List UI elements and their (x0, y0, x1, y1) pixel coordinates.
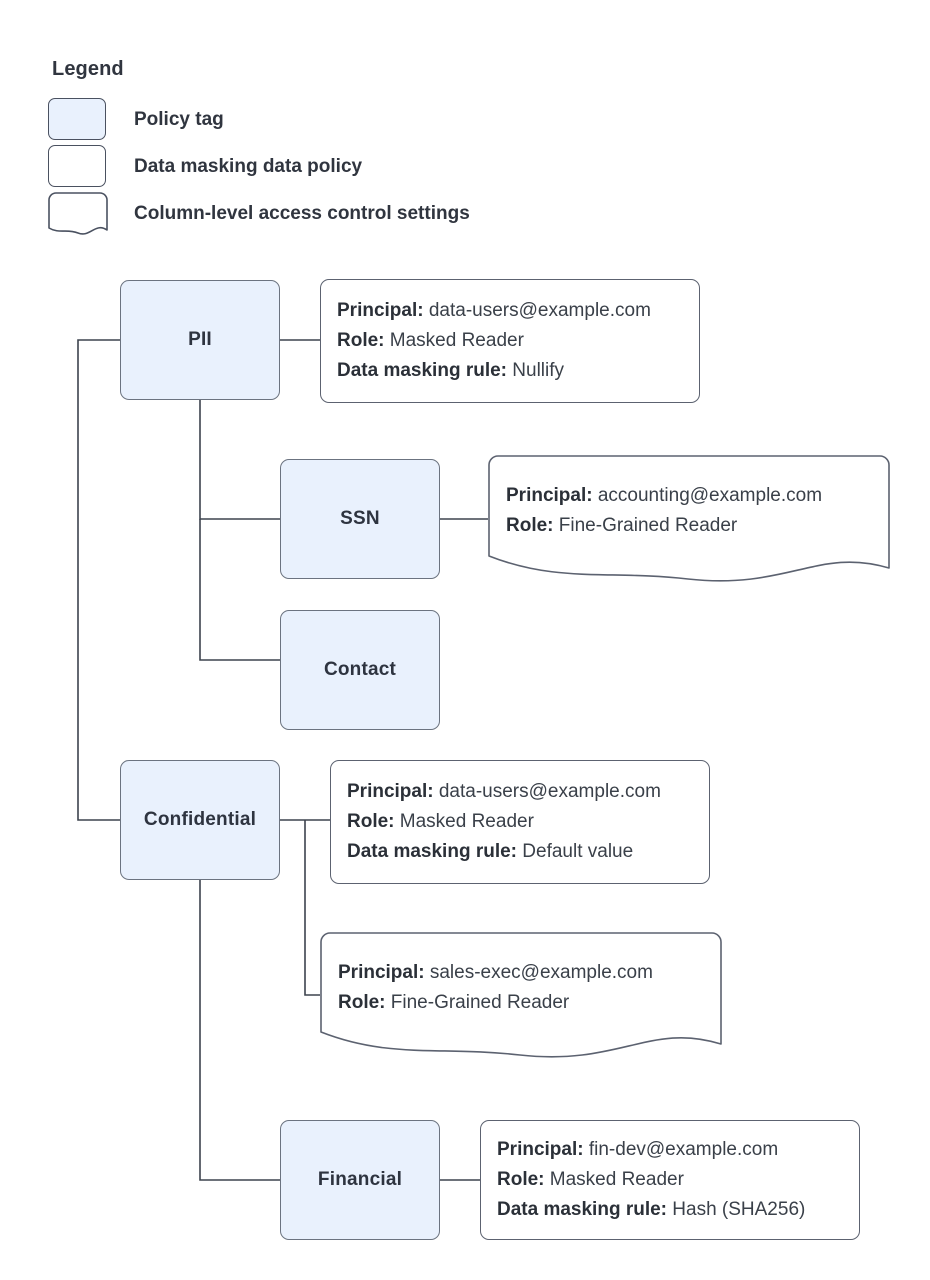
value-ssn-principal: accounting@example.com (597, 485, 823, 506)
legend-label-policy-tag: Policy tag (134, 109, 224, 130)
policy-tag-swatch (48, 98, 106, 140)
wire-pii-to-ssn (199, 400, 280, 520)
node-confidential-label: Confidential (143, 809, 257, 830)
label-role: Role: (337, 330, 385, 351)
node-contact[interactable]: Contact (280, 610, 440, 730)
node-pii[interactable]: PII (120, 280, 280, 400)
policy-ssn-principal: Principal: accounting@example.com (506, 481, 822, 511)
node-ssn[interactable]: SSN (280, 459, 440, 579)
wire-pii-to-contact (199, 519, 280, 661)
policy-box-financial[interactable]: Principal: fin-dev@example.com Role: Mas… (480, 1120, 860, 1240)
value-financial-role: Masked Reader (549, 1169, 684, 1190)
label-data-masking-rule: Data masking rule: (347, 841, 517, 862)
column-access-settings-swatch (48, 192, 108, 235)
label-principal: Principal: (338, 962, 425, 983)
label-principal: Principal: (506, 485, 593, 506)
wire-root-trunk (77, 339, 120, 821)
value-confidential-masking-rule: Default value (522, 841, 634, 862)
policy-confidential-masking-rule: Data masking rule: Default value (347, 837, 709, 867)
data-masking-policy-swatch (48, 145, 106, 187)
value-confidential-role: Masked Reader (399, 811, 534, 832)
value-ssn-role: Fine-Grained Reader (558, 515, 738, 536)
node-contact-label: Contact (323, 659, 397, 680)
label-role: Role: (347, 811, 395, 832)
value-financial-principal: fin-dev@example.com (588, 1139, 779, 1160)
label-role: Role: (338, 992, 386, 1013)
legend-label-column-access-settings: Column-level access control settings (134, 203, 470, 224)
policy-pii-principal: Principal: data-users@example.com (337, 296, 699, 326)
policy-confidential-role: Role: Masked Reader (347, 807, 709, 837)
value-confidential-sales-principal: sales-exec@example.com (429, 962, 653, 983)
node-confidential[interactable]: Confidential (120, 760, 280, 880)
label-principal: Principal: (337, 300, 424, 321)
policy-confidential-sales-role: Role: Fine-Grained Reader (338, 988, 653, 1018)
value-pii-masking-rule: Nullify (512, 360, 565, 381)
policy-confidential-principal: Principal: data-users@example.com (347, 777, 709, 807)
policy-box-confidential-sales[interactable]: Principal: sales-exec@example.com Role: … (320, 932, 722, 1060)
node-ssn-label: SSN (340, 508, 380, 529)
value-financial-masking-rule: Hash (SHA256) (672, 1199, 806, 1220)
wire-confidential-to-financial (199, 880, 280, 1181)
node-financial-label: Financial (317, 1169, 403, 1190)
value-confidential-principal: data-users@example.com (438, 781, 661, 802)
node-pii-label: PII (188, 329, 212, 350)
label-role: Role: (497, 1169, 545, 1190)
label-data-masking-rule: Data masking rule: (497, 1199, 667, 1220)
node-financial[interactable]: Financial (280, 1120, 440, 1240)
policy-pii-masking-rule: Data masking rule: Nullify (337, 356, 699, 386)
policy-pii-role: Role: Masked Reader (337, 326, 699, 356)
label-data-masking-rule: Data masking rule: (337, 360, 507, 381)
policy-ssn-text: Principal: accounting@example.com Role: … (506, 481, 822, 541)
legend-title: Legend (52, 58, 124, 80)
policy-box-pii[interactable]: Principal: data-users@example.com Role: … (320, 279, 700, 403)
policy-confidential-sales-text: Principal: sales-exec@example.com Role: … (338, 958, 653, 1018)
policy-box-confidential[interactable]: Principal: data-users@example.com Role: … (330, 760, 710, 884)
policy-financial-masking-rule: Data masking rule: Hash (SHA256) (497, 1195, 859, 1225)
value-pii-principal: data-users@example.com (428, 300, 651, 321)
value-confidential-sales-role: Fine-Grained Reader (390, 992, 570, 1013)
policy-confidential-sales-principal: Principal: sales-exec@example.com (338, 958, 653, 988)
value-pii-role: Masked Reader (389, 330, 524, 351)
label-role: Role: (506, 515, 554, 536)
policy-box-ssn[interactable]: Principal: accounting@example.com Role: … (488, 455, 890, 585)
legend-label-data-masking-policy: Data masking data policy (134, 156, 363, 177)
wire-confidential-to-sales-policy (304, 820, 320, 996)
policy-ssn-role: Role: Fine-Grained Reader (506, 511, 822, 541)
policy-financial-role: Role: Masked Reader (497, 1165, 859, 1195)
label-principal: Principal: (497, 1139, 584, 1160)
policy-financial-principal: Principal: fin-dev@example.com (497, 1135, 859, 1165)
label-principal: Principal: (347, 781, 434, 802)
